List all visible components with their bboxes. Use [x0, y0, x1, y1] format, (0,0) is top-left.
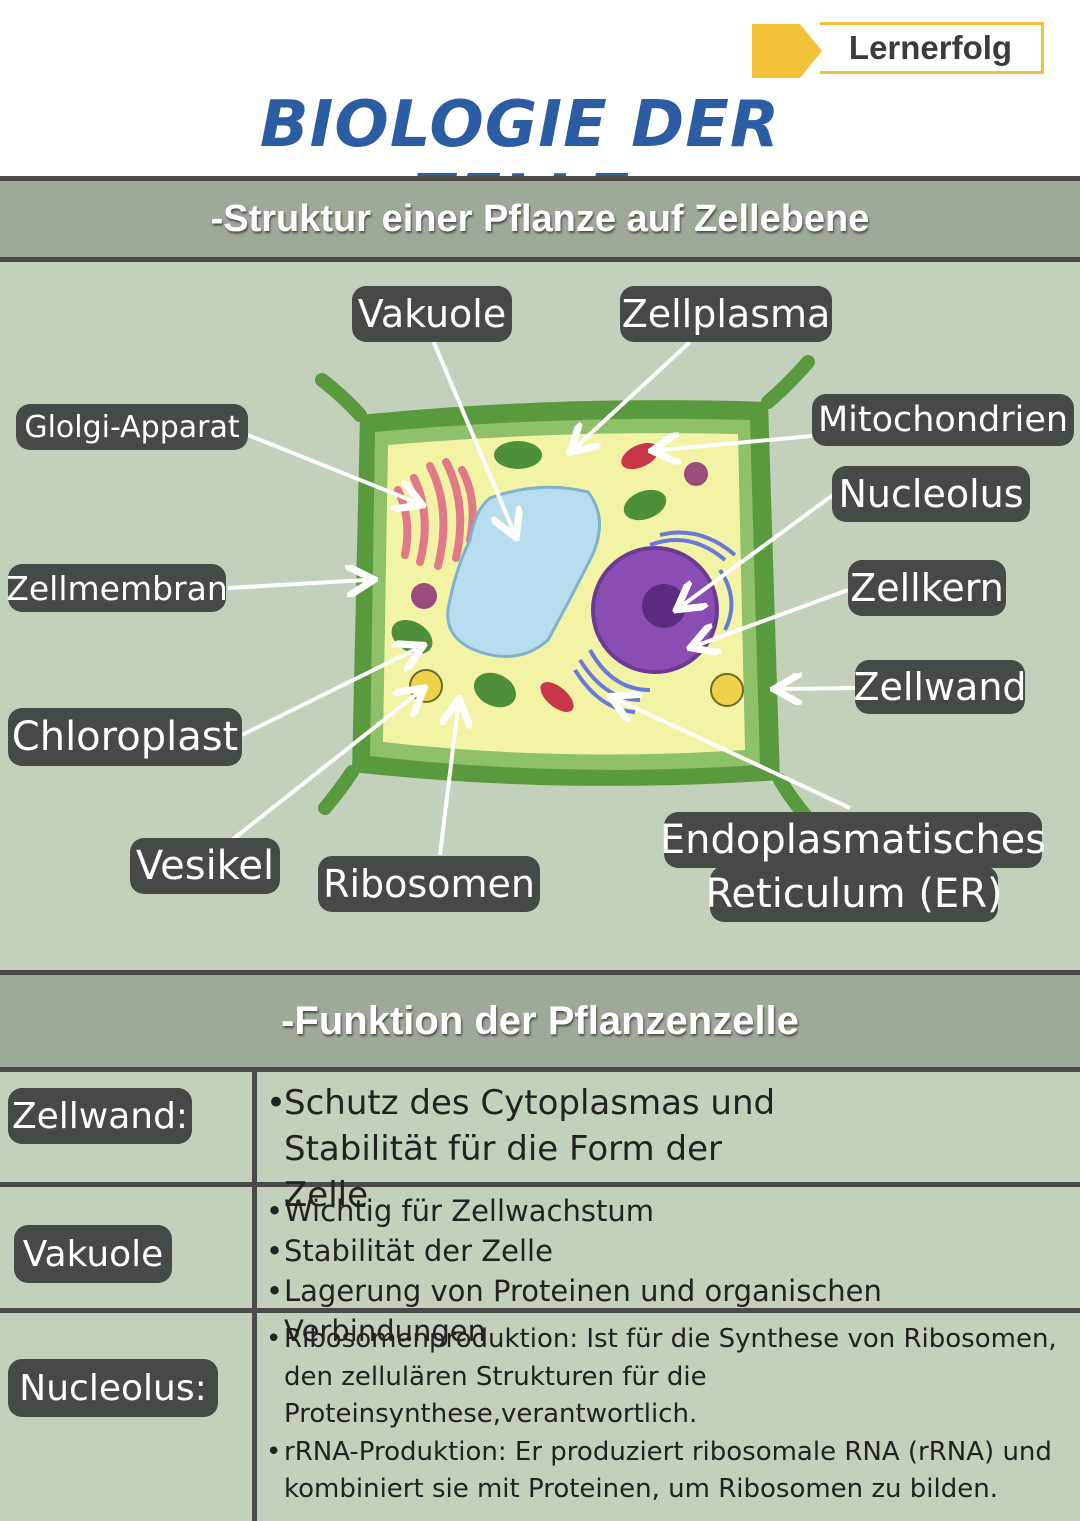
table-row: Zellwand: Schutz des Cytoplasmas und Sta…	[0, 1072, 1080, 1215]
label-er-line1: Endoplasmatisches	[660, 812, 1046, 868]
row-label-zellwand: Zellwand:	[8, 1088, 192, 1144]
label-zellwand: Zellwand	[853, 660, 1027, 714]
function-heading: -Funktion der Pflanzenzelle	[0, 970, 1080, 1072]
plant-cell-diagram	[227, 337, 856, 856]
row-description: Wichtig für Zellwachstum Stabilität der …	[266, 1191, 1076, 1351]
label-nucleolus: Nucleolus	[832, 466, 1030, 522]
list-item: Ribosomenproduktion: Ist für die Synthes…	[266, 1321, 1072, 1434]
list-item: Schutz des Cytoplasmas und Stabilität fü…	[266, 1080, 804, 1218]
label-zellmembran: Zellmembran	[6, 564, 228, 612]
row-label-vakuole: Vakuole	[14, 1225, 172, 1283]
label-vesikel: Vesikel	[130, 838, 280, 894]
page-header: Lernerfolg BIOLOGIE DER ZELLE	[0, 0, 1080, 236]
label-ribosomen: Ribosomen	[318, 856, 540, 912]
list-item: Stabilität der Zelle	[266, 1231, 1076, 1271]
structure-heading-text: -Struktur einer Pflanze auf Zellebene	[210, 197, 870, 240]
structure-heading: -Struktur einer Pflanze auf Zellebene	[0, 176, 1080, 262]
brand-name: Lernerfolg	[848, 29, 1013, 66]
brand-logo: Lernerfolg	[820, 22, 1044, 74]
label-golgi-apparat: Glolgi-Apparat	[16, 404, 248, 450]
row-description: Ribosomenproduktion: Ist für die Synthes…	[266, 1321, 1072, 1509]
label-chloroplast: Chloroplast	[8, 708, 242, 766]
label-mitochondrien: Mitochondrien	[812, 394, 1074, 446]
table-row: Vakuole Wichtig für Zellwachstum Stabili…	[0, 1187, 1080, 1348]
label-er-line2: Reticulum (ER)	[705, 866, 1003, 922]
table-divider	[252, 1072, 257, 1521]
table-row: Nucleolus: Ribosomenproduktion: Ist für …	[0, 1313, 1080, 1521]
label-zellkern: Zellkern	[848, 560, 1006, 616]
list-item: rRNA-Produktion: Er produziert ribosomal…	[266, 1434, 1072, 1509]
row-description: Schutz des Cytoplasmas und Stabilität fü…	[266, 1080, 1066, 1218]
row-label-nucleolus: Nucleolus:	[8, 1359, 218, 1417]
function-heading-text: -Funktion der Pflanzenzelle	[281, 998, 799, 1043]
label-zellplasma: Zellplasma	[620, 286, 832, 342]
label-vakuole: Vakuole	[352, 286, 512, 342]
list-item: Wichtig für Zellwachstum	[266, 1191, 1076, 1231]
vacuole	[446, 485, 601, 658]
nucleolus	[642, 584, 686, 628]
brand-arrow-icon	[752, 24, 822, 78]
